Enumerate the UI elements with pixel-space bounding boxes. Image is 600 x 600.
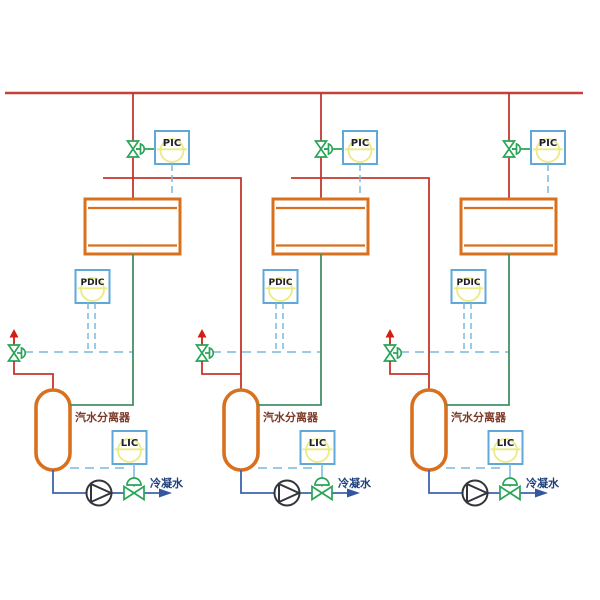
- level-tap-dashed-line: [258, 464, 312, 469]
- lic-control-valve-icon: [123, 477, 145, 501]
- vent-valve-icon: [195, 344, 215, 362]
- lic-control-valve-icon: [311, 477, 333, 501]
- condensate-label: 冷凝水: [526, 476, 560, 490]
- pdic-label: PDIC: [80, 278, 104, 288]
- condensate-label: 冷凝水: [338, 476, 372, 490]
- vent-pipe: [201, 361, 241, 375]
- separator-label: 汽水分离器: [75, 410, 131, 424]
- lic-label: LIC: [309, 438, 326, 449]
- two-phase-pipe: [258, 254, 322, 406]
- vent-arrow-icon: [8, 328, 20, 347]
- level-tap-dashed-line: [446, 464, 500, 469]
- pic-label: PIC: [351, 138, 369, 149]
- pump-icon: [85, 479, 113, 507]
- vent-pipe: [13, 361, 54, 392]
- two-phase-pipe: [70, 254, 134, 406]
- steam-branch-line: [103, 177, 242, 392]
- pic-control-valve-icon: [502, 140, 522, 158]
- pdic-label: PDIC: [268, 278, 292, 288]
- two-phase-pipe: [446, 254, 510, 406]
- separator-vessel: [410, 388, 448, 472]
- system-3: PIC PDIC 汽水分离器 LIC 冷凝水: [383, 93, 566, 507]
- steam-branch-line: [291, 177, 430, 392]
- pic-label: PIC: [163, 138, 181, 149]
- vent-arrow-icon: [196, 328, 208, 347]
- pdic-label: PDIC: [456, 278, 480, 288]
- lic-label: LIC: [497, 438, 514, 449]
- vent-pipe: [389, 361, 429, 375]
- separator-vessel: [34, 388, 72, 472]
- system-1: PIC PDIC 汽水分离器 LIC 冷凝水: [7, 93, 242, 507]
- pump-icon: [461, 479, 489, 507]
- vent-valve-icon: [7, 344, 27, 362]
- pump-icon: [273, 479, 301, 507]
- pic-label: PIC: [539, 138, 557, 149]
- level-tap-dashed-line: [70, 464, 124, 469]
- separator-label: 汽水分离器: [451, 410, 507, 424]
- vent-valve-icon: [383, 344, 403, 362]
- separator-vessel: [222, 388, 260, 472]
- condensate-label: 冷凝水: [150, 476, 184, 490]
- system-2: PIC PDIC 汽水分离器 LIC 冷凝水: [195, 93, 430, 507]
- pic-control-valve-icon: [314, 140, 334, 158]
- pic-control-valve-icon: [126, 140, 146, 158]
- vent-arrow-icon: [384, 328, 396, 347]
- separator-label: 汽水分离器: [263, 410, 319, 424]
- lic-label: LIC: [121, 438, 138, 449]
- lic-control-valve-icon: [499, 477, 521, 501]
